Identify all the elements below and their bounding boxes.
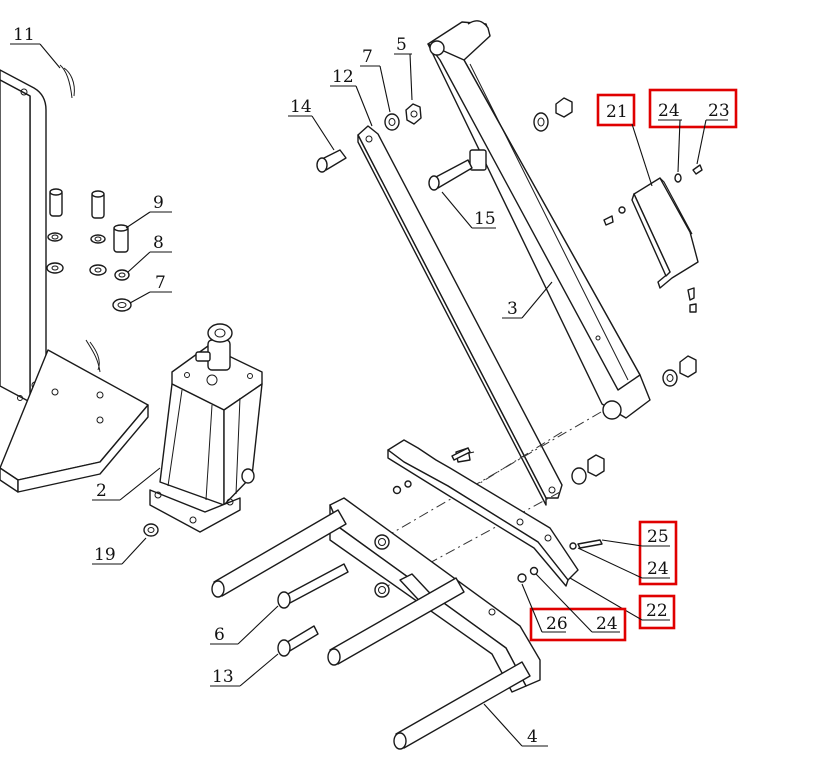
fasteners-bracket — [392, 480, 603, 583]
label-text-3: 3 — [507, 299, 518, 319]
label-text-8: 8 — [153, 233, 164, 253]
label-11: 11 — [10, 25, 61, 69]
label-text-12: 12 — [332, 67, 354, 87]
fasteners-link-bottom — [571, 454, 605, 485]
label-8: 8 — [127, 233, 172, 273]
label-text-24-right: 24 — [647, 559, 669, 579]
bolt-13 — [277, 625, 319, 657]
label-3: 3 — [502, 281, 553, 319]
washer-right-of-cylinder — [241, 468, 255, 484]
label-25-24: 25 24 — [577, 520, 678, 586]
bolt-6 — [277, 563, 349, 609]
label-text-25: 25 — [647, 527, 669, 547]
label-text-14: 14 — [290, 97, 312, 117]
pneumatic-cylinder — [149, 323, 263, 533]
bolt-near-bracket — [451, 447, 471, 461]
fasteners-arm-top — [533, 97, 573, 132]
label-15: 15 — [441, 191, 496, 229]
screws-cover — [603, 164, 703, 313]
label-text-11: 11 — [13, 25, 35, 45]
label-text-15: 15 — [474, 209, 496, 229]
pin-15 — [428, 159, 473, 191]
label-text-21: 21 — [606, 102, 628, 122]
hairpin-clip-lower — [85, 339, 101, 373]
label-22: 22 — [569, 577, 676, 630]
label-text-23: 23 — [708, 101, 730, 121]
label-text-4: 4 — [527, 727, 538, 747]
base-plate — [0, 349, 149, 493]
label-text-5: 5 — [396, 35, 407, 55]
label-text-13: 13 — [212, 667, 234, 687]
label-text-24-bottom: 24 — [596, 614, 618, 634]
fasteners-arm-bottom — [662, 355, 697, 387]
label-5: 5 — [394, 35, 413, 101]
label-text-9: 9 — [153, 193, 164, 213]
main-arm-3 — [427, 20, 651, 420]
bracket-22 — [387, 439, 579, 587]
cover-21 — [631, 177, 699, 289]
label-text-7-left: 7 — [155, 273, 166, 293]
label-6: 6 — [210, 605, 279, 645]
label-text-7-top: 7 — [362, 47, 373, 67]
washer-19 — [143, 523, 159, 537]
label-26-24: 26 24 — [521, 573, 627, 642]
label-7-left: 7 — [129, 273, 172, 304]
label-text-19: 19 — [94, 545, 116, 565]
link-bar-12 — [357, 125, 563, 506]
label-23: 23 — [696, 101, 730, 165]
label-24-top: 24 — [648, 88, 738, 173]
label-text-24-top: 24 — [658, 101, 680, 121]
label-text-6: 6 — [214, 625, 225, 645]
label-4: 4 — [483, 703, 548, 747]
vertical-mounting-plate — [0, 69, 47, 411]
hairpin-clip-11 — [59, 64, 75, 99]
label-text-2: 2 — [96, 481, 107, 501]
label-9: 9 — [125, 193, 172, 229]
label-21: 21 — [596, 93, 653, 187]
left-fasteners — [46, 188, 132, 312]
nut-5 — [405, 103, 422, 125]
washer-7-top — [384, 113, 400, 131]
label-text-26: 26 — [546, 614, 568, 634]
label-text-22: 22 — [646, 601, 668, 621]
frame-4 — [211, 497, 541, 750]
label-19: 19 — [92, 537, 147, 565]
label-12: 12 — [330, 67, 373, 127]
pin-14 — [316, 149, 347, 173]
label-14: 14 — [288, 97, 335, 151]
label-13: 13 — [210, 653, 279, 687]
label-7-top: 7 — [360, 47, 391, 113]
label-2: 2 — [92, 467, 161, 501]
